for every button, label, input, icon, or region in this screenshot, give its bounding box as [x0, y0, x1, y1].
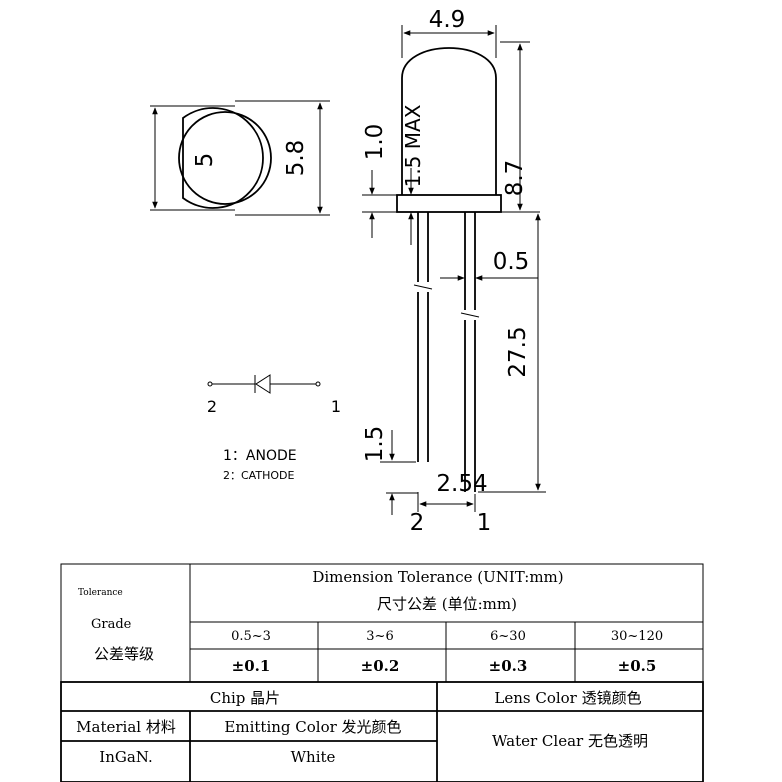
range-3: 30~120	[611, 629, 663, 644]
anode-label: 1：ANODE	[223, 448, 297, 464]
material-header: Material 材料	[76, 718, 176, 736]
grade-cn-label: 公差等级	[94, 645, 154, 663]
lens-color-value: Water Clear 无色透明	[492, 732, 648, 750]
flange-outline	[182, 107, 264, 209]
grade-label: Grade	[91, 617, 132, 632]
tol-2: ±0.3	[489, 657, 528, 675]
emitting-color-value: White	[291, 748, 336, 766]
dim-pitch: 2.54	[436, 471, 487, 497]
tolerance-label: Tolerance	[78, 588, 123, 598]
range-0: 0.5~3	[231, 629, 271, 644]
side-view: 4.9 8.7 1.0 1.5 MAX 0.5 27.5 1.5	[362, 7, 546, 536]
material-block	[60, 681, 704, 782]
dim-tolerance-title-cn: 尺寸公差 (单位:mm)	[377, 595, 517, 613]
symbol-pin-2: 2	[207, 397, 217, 416]
chip-header: Chip 晶片	[210, 689, 280, 707]
pin-label-left: 2	[410, 510, 425, 536]
spec-table: Tolerance Grade 公差等级 Dimension Tolerance…	[60, 563, 704, 782]
top-view: 5 5.8	[150, 100, 330, 216]
emitting-color-header: Emitting Color 发光颜色	[224, 718, 401, 736]
tol-0: ±0.1	[232, 657, 271, 675]
dim-lead-length: 27.5	[505, 326, 531, 377]
dim-lead-offset: 1.5	[362, 426, 388, 463]
dim-lens-inner: 5	[192, 153, 218, 168]
dim-body-height: 8.7	[502, 160, 528, 197]
tol-1: ±0.2	[361, 657, 400, 675]
dim-tolerance-title: Dimension Tolerance (UNIT:mm)	[312, 568, 563, 586]
lens-outline	[178, 111, 272, 205]
tol-3: ±0.5	[618, 657, 657, 675]
range-1: 3~6	[366, 629, 393, 644]
range-2: 6~30	[490, 629, 526, 644]
cathode-label: 2：CATHODE	[223, 469, 294, 482]
pin-label-right: 1	[477, 510, 492, 536]
dim-flange-thickness: 1.0	[362, 124, 388, 161]
flange	[396, 194, 502, 213]
material-value: InGaN.	[99, 748, 152, 766]
dim-flange-outer: 5.8	[283, 140, 309, 177]
diode-symbol: 2 1 1：ANODE 2：CATHODE	[207, 374, 341, 482]
lens-color-header: Lens Color 透镜颜色	[494, 689, 641, 707]
dim-flange-max: 1.5 MAX	[401, 104, 425, 187]
lens-dome	[401, 47, 497, 195]
dim-lead-width: 0.5	[493, 249, 530, 275]
dim-lens-width: 4.9	[429, 7, 466, 33]
symbol-pin-1: 1	[331, 397, 341, 416]
